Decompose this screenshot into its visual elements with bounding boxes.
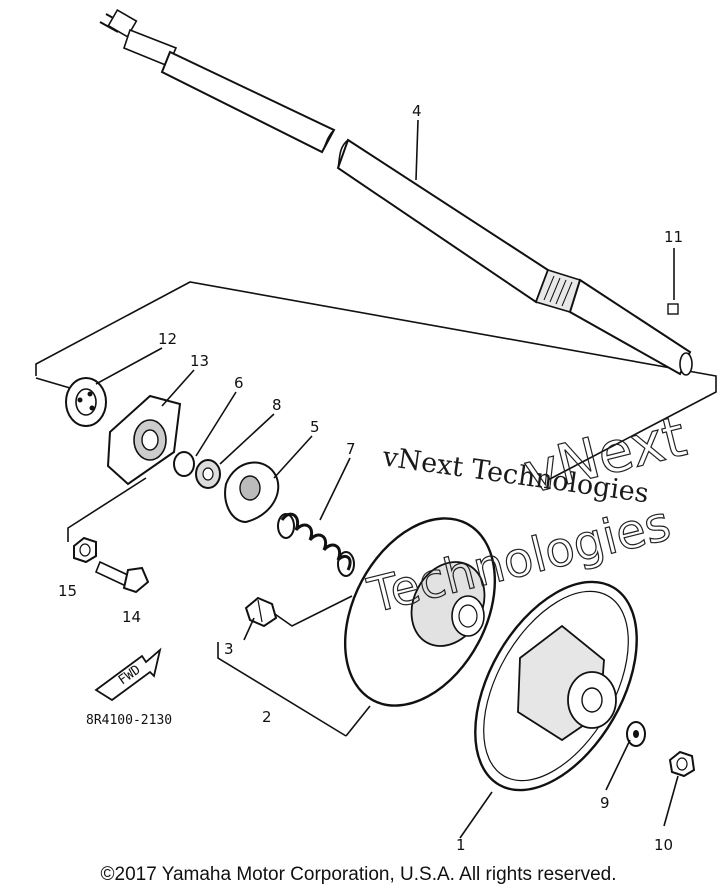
callout-13: 13 <box>190 352 209 370</box>
callout-11: 11 <box>664 228 683 246</box>
callout-9: 9 <box>600 794 610 812</box>
nut-part-15 <box>73 536 97 564</box>
shaft-part-4 <box>99 8 693 376</box>
bearing-part-12 <box>65 377 107 427</box>
callout-7: 7 <box>346 440 356 458</box>
diagram-code: 8R4100-2130 <box>86 713 172 728</box>
copyright-notice: ©2017 Yamaha Motor Corporation, U.S.A. A… <box>100 864 617 885</box>
callout-4: 4 <box>412 102 422 120</box>
callout-15: 15 <box>58 582 77 600</box>
cam-part-5 <box>224 461 280 524</box>
callout-6: 6 <box>234 374 244 392</box>
callout-14: 14 <box>122 608 141 626</box>
fixed-sheave-part-2 <box>343 517 497 707</box>
callout-12: 12 <box>158 330 177 348</box>
callout-5: 5 <box>310 418 320 436</box>
ring-part-6 <box>173 451 195 477</box>
washer-part-9 <box>626 721 646 747</box>
callout-10: 10 <box>654 836 673 854</box>
spring-part-7 <box>277 512 355 577</box>
callout-3: 3 <box>224 640 234 658</box>
callout-8: 8 <box>272 396 282 414</box>
assembly-outline-lines <box>35 281 717 737</box>
movable-sheave-part-1 <box>474 580 638 792</box>
washer-part-8 <box>195 459 221 489</box>
leader-lines <box>95 119 679 839</box>
callout-2: 2 <box>262 708 272 726</box>
forward-direction-arrow: FWD <box>94 647 162 702</box>
callout-1: 1 <box>456 836 466 854</box>
fitting-part-3 <box>244 596 278 628</box>
parts-diagram: FWD 4 11 12 13 6 8 5 7 15 14 3 2 9 10 1 … <box>35 8 717 854</box>
nut-part-10 <box>668 750 696 778</box>
bolt-part-14 <box>94 560 150 594</box>
key-part-11 <box>667 303 679 315</box>
plate-part-13 <box>106 394 182 486</box>
